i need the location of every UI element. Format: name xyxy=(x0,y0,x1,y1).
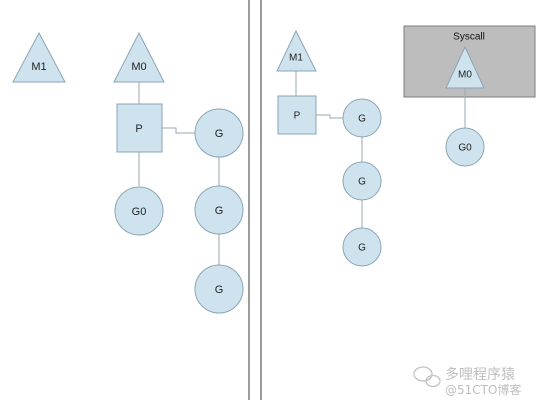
p-box-right xyxy=(277,95,317,135)
g-circle-right-3 xyxy=(342,227,382,267)
g-label-right-3: G xyxy=(358,243,366,254)
syscall-title: Syscall xyxy=(453,32,485,43)
p-label: P xyxy=(135,123,142,135)
watermark-text: 多哩程序猿 xyxy=(445,366,515,383)
g-label-right-2: G xyxy=(358,177,366,188)
g-circle-right-1 xyxy=(342,98,382,138)
g-label-2: G xyxy=(215,205,224,217)
m1-triangle-right xyxy=(276,29,317,72)
m1-triangle xyxy=(12,31,66,83)
g-circle-1 xyxy=(194,108,244,158)
g-label-1: G xyxy=(215,128,224,140)
g-circle-2 xyxy=(194,185,244,235)
g0-label: G0 xyxy=(132,206,147,218)
m0-triangle xyxy=(113,31,165,83)
watermark: 多哩程序猿 @51CTO博客 xyxy=(413,366,521,397)
watermark-subtext: @51CTO博客 xyxy=(445,382,521,397)
g-label-right-1: G xyxy=(358,114,366,125)
m0-triangle-syscall xyxy=(445,45,485,89)
edge-p-g xyxy=(162,127,195,134)
g0-label-right: G0 xyxy=(458,143,472,154)
m0-label-syscall: M0 xyxy=(458,70,472,81)
m1-label-right: M1 xyxy=(289,53,303,64)
m1-label: M1 xyxy=(31,61,46,73)
g0-circle-right xyxy=(445,127,485,167)
g0-circle xyxy=(114,186,164,236)
g-circle-right-2 xyxy=(342,161,382,201)
wechat-icon xyxy=(413,366,441,388)
p-label-right: P xyxy=(294,111,301,122)
g-circle-3 xyxy=(194,264,244,314)
edge-p-g-right xyxy=(316,114,343,119)
m0-label: M0 xyxy=(131,61,146,73)
p-box xyxy=(116,103,163,153)
g-label-3: G xyxy=(215,284,224,296)
